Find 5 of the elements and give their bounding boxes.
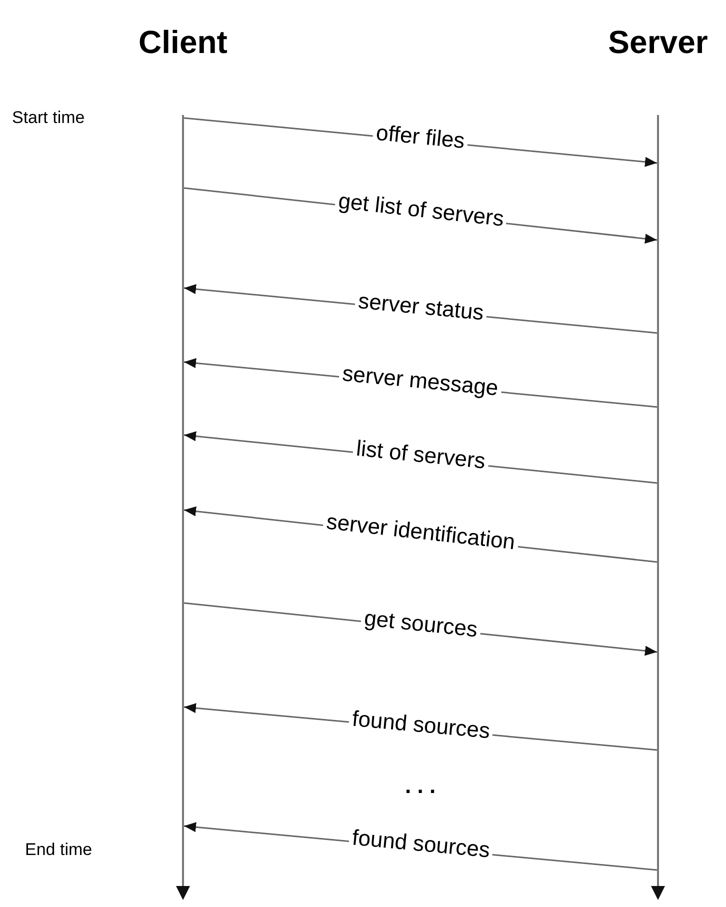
time-label: Start time [12,108,85,128]
lifeline-heading: Client [138,23,228,62]
time-label: End time [25,840,92,860]
ellipsis: . . . [405,776,436,796]
lifeline-heading: Server [608,23,708,62]
